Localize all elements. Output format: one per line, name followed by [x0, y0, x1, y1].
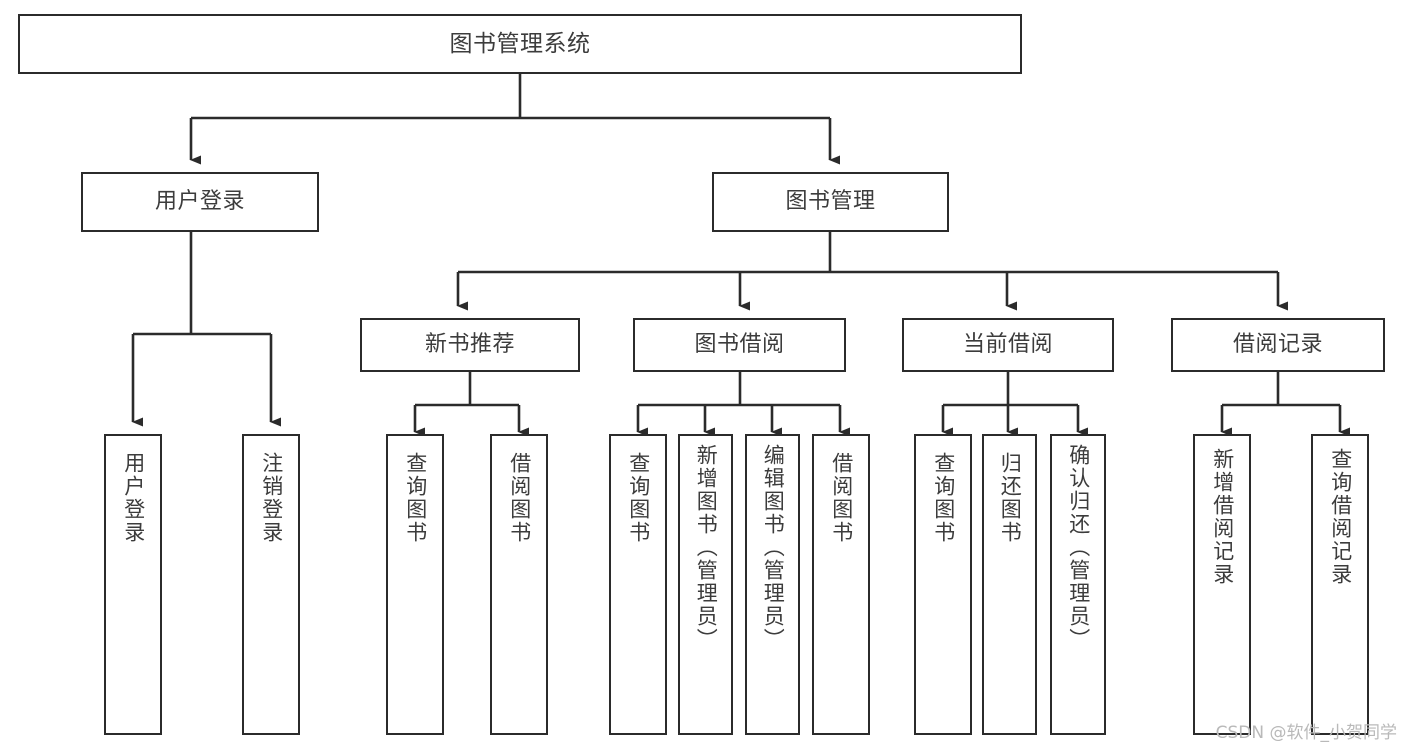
leaf-query-book-3[interactable]: 查询图书: [914, 434, 972, 735]
node-label: 图书管理系统: [449, 30, 591, 57]
leaf-return-book[interactable]: 归还图书: [982, 434, 1037, 735]
node-label: 新增借阅记录: [1210, 448, 1235, 586]
node-user-login[interactable]: 用户登录: [81, 172, 319, 232]
node-label: 新增图书（管理员）: [694, 444, 719, 651]
node-label: 确认归还（管理员）: [1066, 444, 1091, 651]
node-book-manage[interactable]: 图书管理: [712, 172, 949, 232]
node-book-borrow[interactable]: 图书借阅: [633, 318, 846, 372]
node-label: 查询借阅记录: [1328, 448, 1353, 586]
node-label: 用户登录: [121, 452, 146, 544]
node-root-book-management-system[interactable]: 图书管理系统: [18, 14, 1022, 74]
node-new-book-recommend[interactable]: 新书推荐: [360, 318, 580, 372]
csdn-watermark: CSDN @软件_小贺同学: [1215, 723, 1397, 743]
node-current-borrow[interactable]: 当前借阅: [902, 318, 1114, 372]
node-label: 借阅图书: [829, 452, 854, 544]
leaf-edit-book[interactable]: 编辑图书（管理员）: [745, 434, 800, 735]
leaf-borrow-book-1[interactable]: 借阅图书: [490, 434, 548, 735]
leaf-add-book[interactable]: 新增图书（管理员）: [678, 434, 733, 735]
node-label: 借阅图书: [507, 452, 532, 544]
leaf-user-login[interactable]: 用户登录: [104, 434, 162, 735]
leaf-confirm-return[interactable]: 确认归还（管理员）: [1050, 434, 1106, 735]
node-label: 图书借阅: [694, 332, 785, 358]
node-label: 查询图书: [931, 452, 956, 544]
leaf-query-record[interactable]: 查询借阅记录: [1311, 434, 1369, 735]
node-label: 编辑图书（管理员）: [761, 444, 786, 651]
node-label: 查询图书: [626, 452, 651, 544]
node-label: 注销登录: [259, 452, 284, 544]
node-label: 用户登录: [154, 189, 245, 215]
node-label: 图书管理: [785, 189, 876, 215]
node-label: 当前借阅: [962, 332, 1053, 358]
node-borrow-record[interactable]: 借阅记录: [1171, 318, 1385, 372]
node-label: 新书推荐: [424, 332, 515, 358]
leaf-query-book-2[interactable]: 查询图书: [609, 434, 667, 735]
node-label: 借阅记录: [1232, 332, 1323, 358]
leaf-logout-login[interactable]: 注销登录: [242, 434, 300, 735]
node-label: 查询图书: [403, 452, 428, 544]
node-label: 归还图书: [998, 452, 1023, 544]
leaf-borrow-book-2[interactable]: 借阅图书: [812, 434, 870, 735]
leaf-add-record[interactable]: 新增借阅记录: [1193, 434, 1251, 735]
leaf-query-book-1[interactable]: 查询图书: [386, 434, 444, 735]
